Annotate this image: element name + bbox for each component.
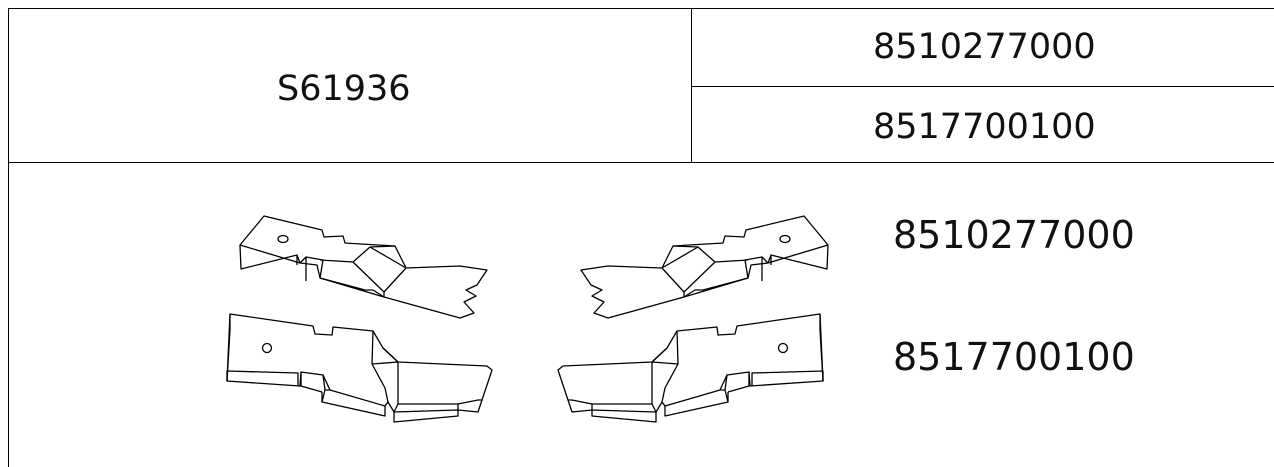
header-code: S61936 — [277, 69, 411, 109]
part-lower-left-drawing — [226, 313, 493, 423]
header-divider-horizontal — [691, 86, 1274, 87]
part-upper-left-drawing — [239, 215, 488, 319]
frame-top-border — [8, 8, 1274, 9]
header-part-number-1: 8510277000 — [873, 27, 1096, 67]
part-upper-right-drawing — [580, 215, 829, 319]
part-lower-right-drawing — [557, 313, 824, 423]
header-divider-vertical — [691, 8, 692, 163]
header-bottom-border — [8, 162, 1274, 163]
header-part-number-2: 8517700100 — [873, 107, 1096, 147]
frame-left-border — [8, 8, 9, 467]
part-label-upper: 8510277000 — [893, 213, 1135, 257]
part-label-lower: 8517700100 — [893, 335, 1135, 379]
